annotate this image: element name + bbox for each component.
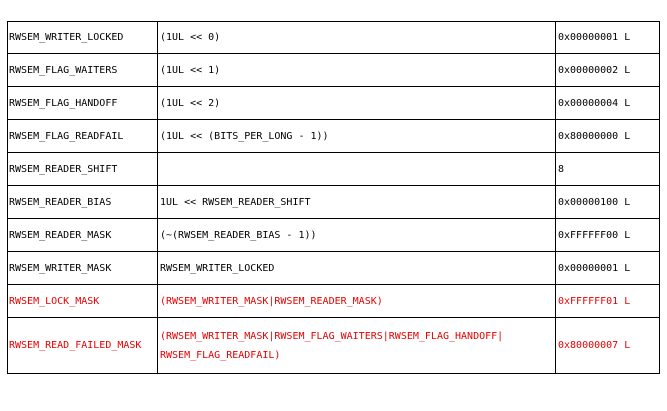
constant-name: RWSEM_READER_BIAS bbox=[8, 186, 158, 218]
table-row-highlighted: RWSEM_READ_FAILED_MASK (RWSEM_WRITER_MAS… bbox=[7, 318, 660, 374]
constant-name: RWSEM_WRITER_MASK bbox=[8, 252, 158, 284]
table-row: RWSEM_READER_BIAS 1UL << RWSEM_READER_SH… bbox=[7, 186, 660, 219]
constant-value: 8 bbox=[558, 163, 565, 175]
constant-expression: (1UL << 1) bbox=[158, 54, 556, 86]
table-row: RWSEM_FLAG_WAITERS (1UL << 1) 0x00000002… bbox=[7, 54, 660, 87]
table-row: RWSEM_FLAG_HANDOFF (1UL << 2) 0x00000004… bbox=[7, 87, 660, 120]
constant-expression: (1UL << 0) bbox=[158, 22, 556, 53]
constant-name: RWSEM_LOCK_MASK bbox=[8, 285, 158, 317]
table-row: RWSEM_FLAG_READFAIL (1UL << (BITS_PER_LO… bbox=[7, 120, 660, 153]
constant-value: 0x00000001 L bbox=[558, 262, 631, 274]
constant-expression: 1UL << RWSEM_READER_SHIFT bbox=[158, 186, 556, 218]
constant-name: RWSEM_READ_FAILED_MASK bbox=[8, 318, 158, 373]
constant-value: 0xFFFFFF01 L bbox=[558, 295, 631, 307]
expression-line-1: (RWSEM_WRITER_MASK|RWSEM_FLAG_WAITERS|RW… bbox=[160, 330, 504, 342]
constant-expression: (~(RWSEM_READER_BIAS - 1)) bbox=[158, 219, 556, 251]
constant-name: RWSEM_FLAG_READFAIL bbox=[8, 120, 158, 152]
constant-name: RWSEM_WRITER_LOCKED bbox=[8, 22, 158, 53]
constant-expression: (1UL << 2) bbox=[158, 87, 556, 119]
constant-value: 0x00000002 L bbox=[558, 64, 631, 76]
constant-value: 0x00000100 L bbox=[558, 196, 631, 208]
constant-expression: (1UL << (BITS_PER_LONG - 1)) bbox=[158, 120, 556, 152]
constant-expression: (RWSEM_WRITER_MASK|RWSEM_READER_MASK) bbox=[158, 285, 556, 317]
constant-value: 0x80000007 L bbox=[558, 340, 631, 351]
constant-value: 0xFFFFFF00 L bbox=[558, 229, 631, 241]
table-row-highlighted: RWSEM_LOCK_MASK (RWSEM_WRITER_MASK|RWSEM… bbox=[7, 285, 660, 318]
constant-expression: (RWSEM_WRITER_MASK|RWSEM_FLAG_WAITERS|RW… bbox=[158, 318, 556, 373]
constant-name: RWSEM_FLAG_WAITERS bbox=[8, 54, 158, 86]
constant-value: 0x00000001 L bbox=[558, 32, 631, 43]
expression-line-2: RWSEM_FLAG_READFAIL) bbox=[160, 349, 281, 361]
table-row: RWSEM_READER_MASK (~(RWSEM_READER_BIAS -… bbox=[7, 219, 660, 252]
constant-name: RWSEM_FLAG_HANDOFF bbox=[8, 87, 158, 119]
constant-value: 0x00000004 L bbox=[558, 97, 631, 109]
table-row: RWSEM_READER_SHIFT 8 bbox=[7, 153, 660, 186]
constant-name: RWSEM_READER_MASK bbox=[8, 219, 158, 251]
table-row: RWSEM_WRITER_LOCKED (1UL << 0) 0x0000000… bbox=[7, 21, 660, 54]
rwsem-constants-table: RWSEM_WRITER_LOCKED (1UL << 0) 0x0000000… bbox=[7, 21, 660, 374]
constant-name: RWSEM_READER_SHIFT bbox=[8, 153, 158, 185]
constant-expression bbox=[158, 153, 556, 185]
constant-value: 0x80000000 L bbox=[558, 130, 631, 142]
constant-expression: RWSEM_WRITER_LOCKED bbox=[158, 252, 556, 284]
table-row: RWSEM_WRITER_MASK RWSEM_WRITER_LOCKED 0x… bbox=[7, 252, 660, 285]
